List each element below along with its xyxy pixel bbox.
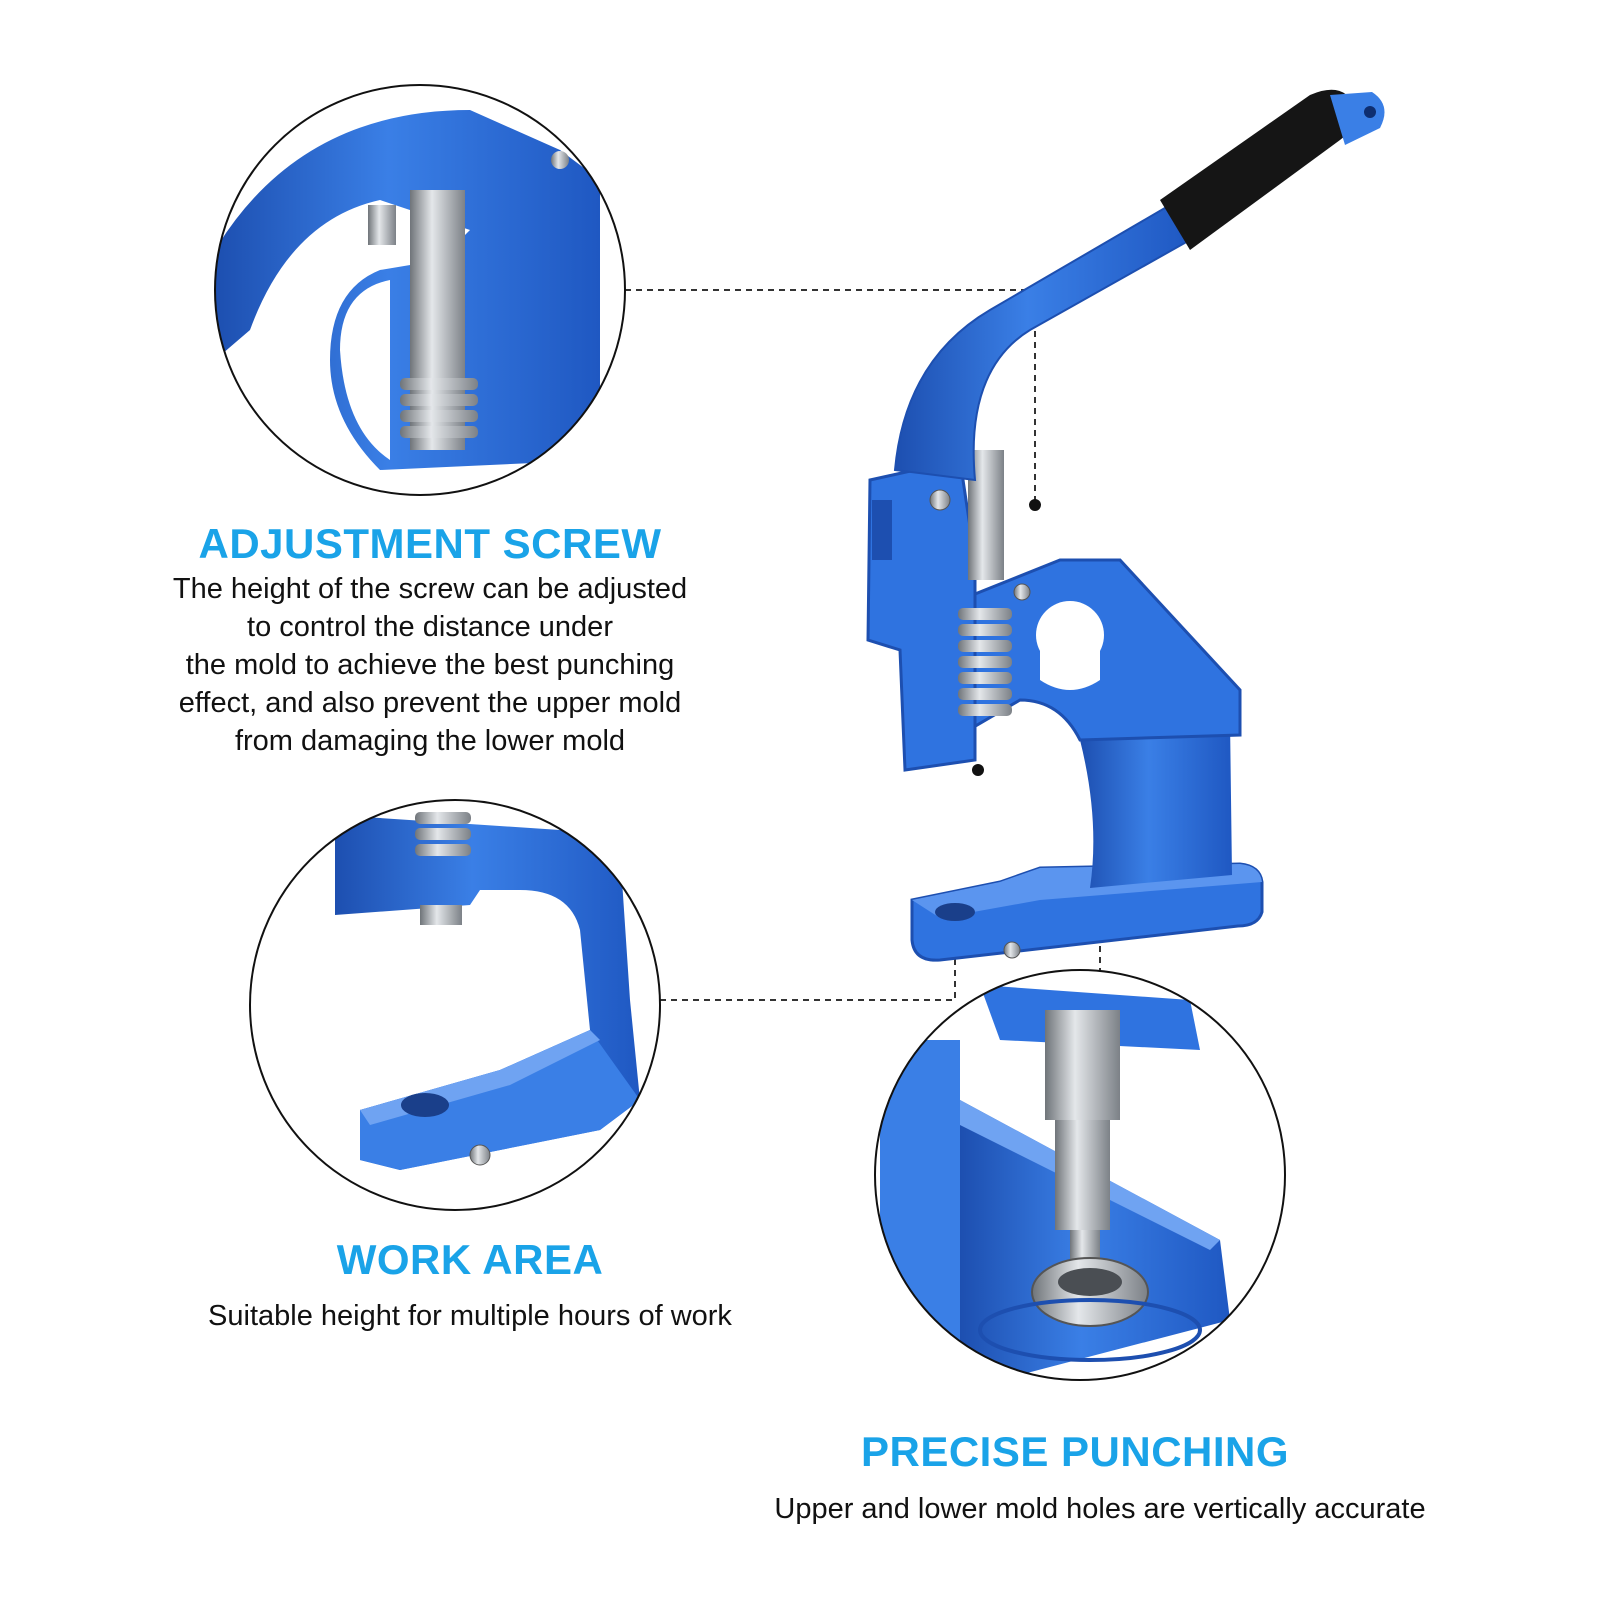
description-line: The height of the screw can be adjusted bbox=[172, 573, 688, 605]
feature-title-precise-punching: PRECISE PUNCHING bbox=[860, 1428, 1290, 1475]
hand-press-machine-icon bbox=[866, 89, 1385, 962]
work-area-closeup-icon bbox=[249, 799, 661, 1211]
description-line: from damaging the lower mold bbox=[234, 725, 626, 757]
punching-die-closeup-icon bbox=[874, 969, 1286, 1381]
description-line: the mold to achieve the best punching bbox=[185, 649, 675, 681]
description-line: Upper and lower mold holes are verticall… bbox=[774, 1493, 1426, 1525]
feature-description-work-area: Suitable height for multiple hours of wo… bbox=[140, 1297, 800, 1335]
feature-description-adjustment-screw: The height of the screw can be adjusted … bbox=[100, 570, 760, 760]
adjustment-screw-closeup-icon bbox=[214, 84, 626, 496]
description-line: Suitable height for multiple hours of wo… bbox=[208, 1300, 732, 1332]
description-line: effect, and also prevent the upper mold bbox=[178, 687, 682, 719]
description-line: to control the distance under bbox=[247, 611, 613, 643]
feature-description-precise-punching: Upper and lower mold holes are verticall… bbox=[700, 1490, 1500, 1528]
feature-title-work-area: WORK AREA bbox=[336, 1236, 604, 1283]
feature-title-adjustment-screw: ADJUSTMENT SCREW bbox=[198, 520, 662, 567]
